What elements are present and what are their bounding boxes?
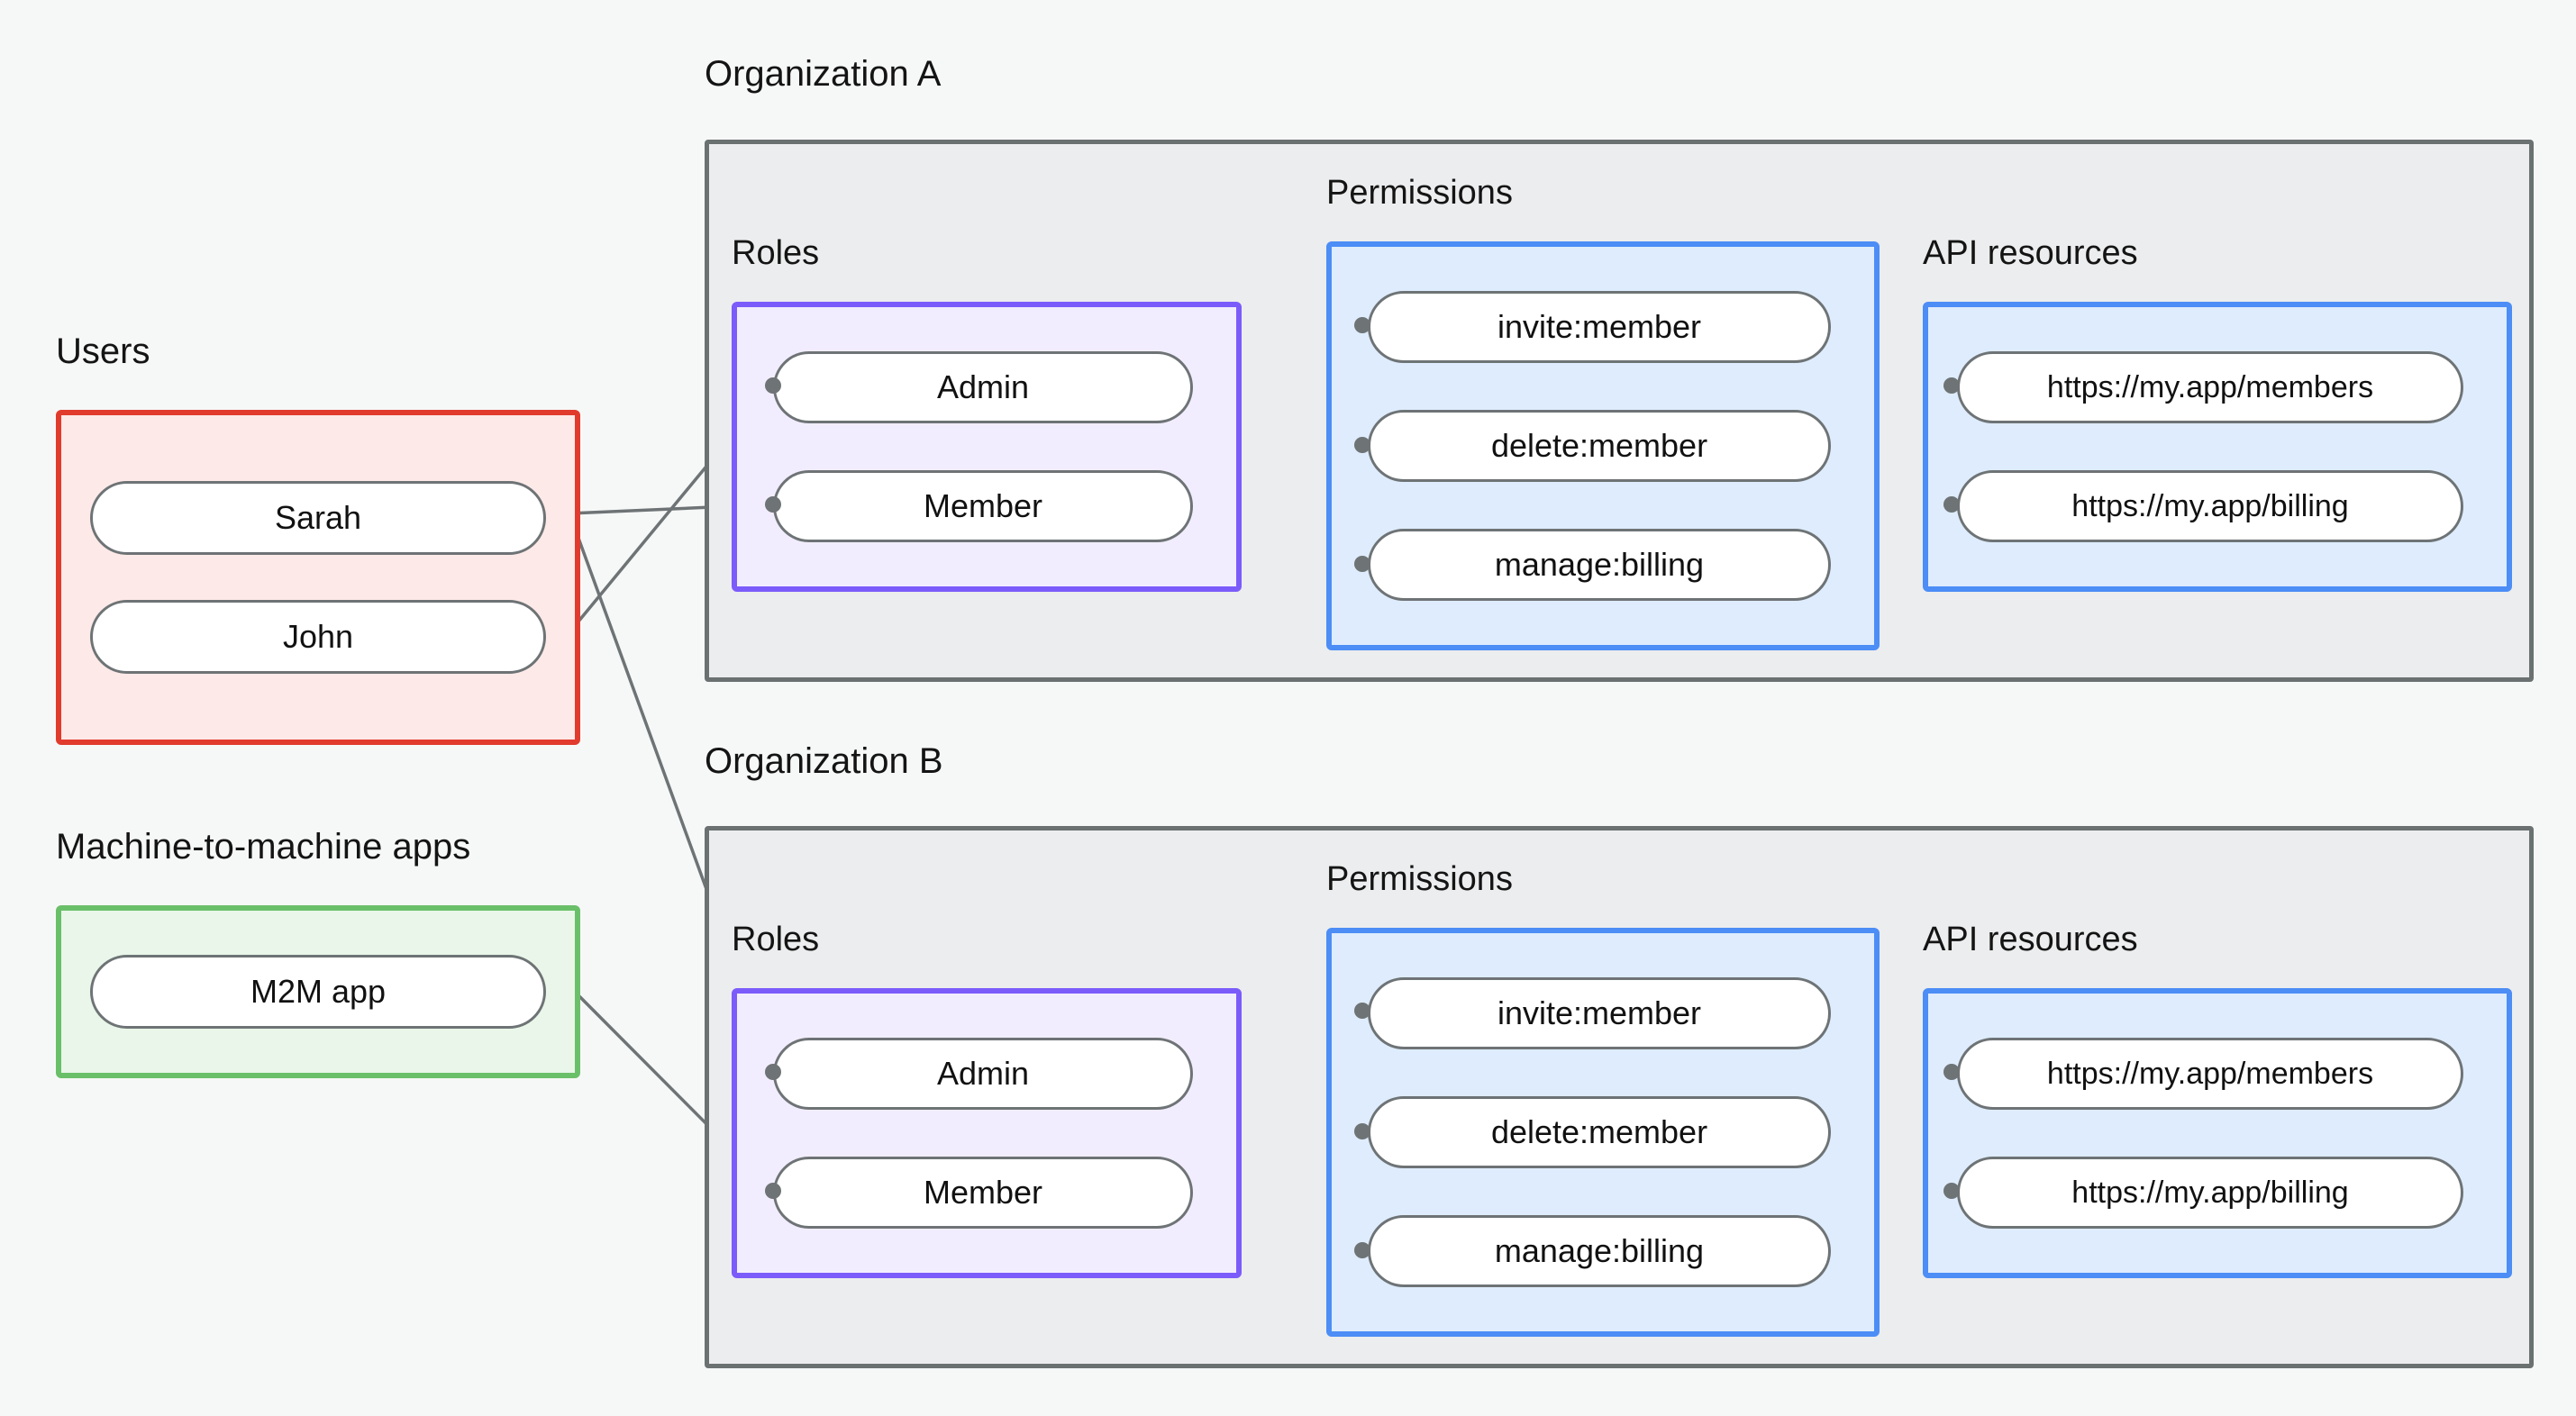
api-pill-label: https://my.app/members [2046, 1056, 2374, 1091]
orgA-permissions-container: invite:member delete:member manage:billi… [1326, 241, 1880, 650]
connector-dot-orgB-members-res [1943, 1064, 1960, 1080]
user-pill-john[interactable]: John [90, 600, 546, 674]
connector-dot-orgA-member [765, 496, 781, 513]
orgA-permission-pill-invite-member[interactable]: invite:member [1368, 291, 1831, 363]
connector-dot-orgA-delete [1354, 437, 1370, 453]
orgB-permissions-container: invite:member delete:member manage:billi… [1326, 928, 1880, 1337]
orgB-api-pill-members[interactable]: https://my.app/members [1957, 1038, 2463, 1110]
permission-pill-label: manage:billing [1494, 1232, 1705, 1269]
orgA-role-pill-member[interactable]: Member [773, 470, 1193, 542]
api-pill-label: https://my.app/billing [2071, 1175, 2349, 1210]
orgA-roles-label: Roles [732, 234, 820, 272]
role-pill-label: Admin [936, 1055, 1030, 1092]
orgB-api-resources-container: https://my.app/members https://my.app/bi… [1923, 988, 2512, 1278]
orgA-permission-pill-delete-member[interactable]: delete:member [1368, 410, 1831, 482]
user-pill-label: Sarah [274, 499, 362, 536]
orgA-role-pill-admin[interactable]: Admin [773, 351, 1193, 423]
orgB-api-resources-label: API resources [1923, 921, 2138, 958]
connector-dot-orgA-billing [1354, 556, 1370, 572]
permission-pill-label: invite:member [1497, 308, 1702, 345]
connector-dot-orgA-admin [765, 377, 781, 394]
orgA-api-resources-container: https://my.app/members https://my.app/bi… [1923, 302, 2512, 592]
m2m-pill-label: M2M app [250, 973, 387, 1010]
orgB-permission-pill-manage-billing[interactable]: manage:billing [1368, 1215, 1831, 1287]
orgA-permissions-label: Permissions [1326, 174, 1513, 212]
users-group-label: Users [56, 331, 150, 371]
connector-dot-orgB-invite [1354, 1003, 1370, 1019]
role-pill-label: Member [923, 1174, 1043, 1211]
m2m-container: M2M app [56, 905, 580, 1078]
connector-dot-orgA-members-res [1943, 377, 1960, 394]
connector-dot-orgB-admin [765, 1064, 781, 1080]
orgA-api-pill-billing[interactable]: https://my.app/billing [1957, 470, 2463, 542]
permission-pill-label: delete:member [1490, 427, 1708, 464]
connector-dot-orgB-member [765, 1183, 781, 1199]
connector-dot-orgB-billing-res [1943, 1183, 1960, 1199]
user-pill-label: John [282, 618, 354, 655]
orgB-api-pill-billing[interactable]: https://my.app/billing [1957, 1157, 2463, 1229]
orgA-api-pill-members[interactable]: https://my.app/members [1957, 351, 2463, 423]
m2m-pill-app[interactable]: M2M app [90, 955, 546, 1029]
api-pill-label: https://my.app/billing [2071, 488, 2349, 523]
m2m-group-label: Machine-to-machine apps [56, 827, 471, 867]
orgA-roles-container: Admin Member [732, 302, 1242, 592]
organization-a-label: Organization A [705, 54, 942, 94]
permission-pill-label: invite:member [1497, 994, 1702, 1031]
orgA-permission-pill-manage-billing[interactable]: manage:billing [1368, 529, 1831, 601]
orgB-role-pill-member[interactable]: Member [773, 1157, 1193, 1229]
orgA-api-resources-label: API resources [1923, 234, 2138, 272]
orgB-permission-pill-delete-member[interactable]: delete:member [1368, 1096, 1831, 1168]
permission-pill-label: delete:member [1490, 1113, 1708, 1150]
orgB-roles-label: Roles [732, 921, 820, 958]
orgB-permissions-label: Permissions [1326, 860, 1513, 898]
role-pill-label: Member [923, 487, 1043, 524]
connector-dot-orgB-billing [1354, 1242, 1370, 1258]
connector-dot-orgA-invite [1354, 317, 1370, 333]
user-pill-sarah[interactable]: Sarah [90, 481, 546, 555]
organization-b-label: Organization B [705, 741, 943, 781]
orgB-permission-pill-invite-member[interactable]: invite:member [1368, 977, 1831, 1049]
connector-dot-orgB-delete [1354, 1123, 1370, 1139]
orgB-roles-container: Admin Member [732, 988, 1242, 1278]
connector-dot-orgA-billing-res [1943, 496, 1960, 513]
role-pill-label: Admin [936, 368, 1030, 405]
permission-pill-label: manage:billing [1494, 546, 1705, 583]
api-pill-label: https://my.app/members [2046, 369, 2374, 404]
orgB-role-pill-admin[interactable]: Admin [773, 1038, 1193, 1110]
users-container: Sarah John [56, 410, 580, 745]
